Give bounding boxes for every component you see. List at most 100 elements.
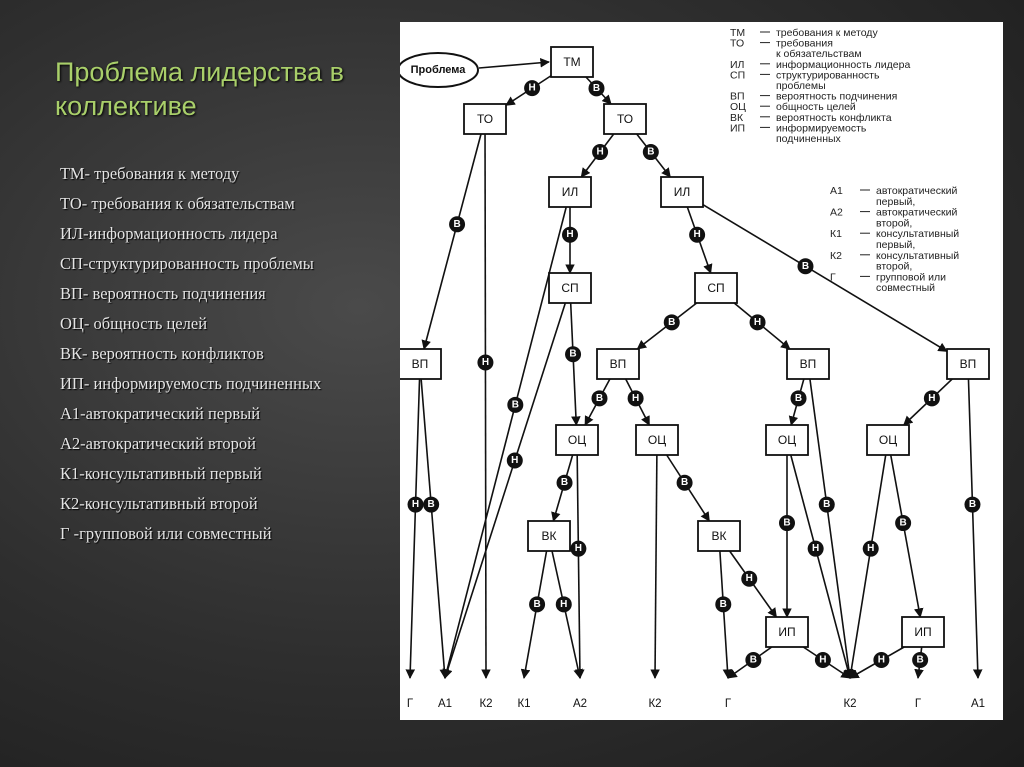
branch-marker [627,390,644,407]
branch-label: Н [812,543,819,554]
branch-marker [562,226,578,243]
branch-marker [818,496,835,513]
legend-desc: второй, [876,217,912,229]
node-label: ТО [617,112,633,126]
abbreviation-item: А1-автократический первый [60,404,261,423]
branch-marker [506,452,523,469]
branch-label: В [512,399,519,410]
problem-ellipse [400,52,479,88]
problem-label: Проблема [411,64,467,76]
edge-VK1-out3 [520,550,548,679]
edge-SP1-out1 [443,302,567,679]
node-oc4 [866,424,910,456]
outcome-label: К2 [648,698,661,710]
branch-marker [895,515,912,532]
node-label: ВК [712,529,727,543]
branch-label: В [593,83,600,94]
abbreviation-item: ИЛ-информационность лидера [60,224,278,243]
branch-label: Н [754,317,761,328]
branch-marker [592,144,609,161]
edge-OC1-out4 [575,454,585,679]
abbreviation-item: СП-структурированность проблемы [60,254,314,273]
legend-abbr: СП [730,69,745,81]
abbreviation-item: ВП- вероятность подчинения [60,284,266,303]
branch-label: В [533,599,540,610]
node-vp3 [786,348,830,380]
branch-marker [449,216,466,233]
legend-desc: второй, [876,261,912,273]
legend-abbr: К2 [830,250,842,262]
branch-label: В [802,261,809,272]
legend-abbr: ИЛ [730,59,745,71]
edge-VP1-out1 [420,378,450,679]
node-label: ОЦ [568,433,586,447]
node-label: ОЦ [778,433,796,447]
branch-label: В [969,499,976,510]
legend-abbr: А1 [830,185,843,197]
branch-marker [814,652,831,669]
legend-abbr: ИП [730,122,745,134]
outcome-label: Г [915,698,922,710]
legend-desc: информационность лидера [776,59,910,71]
legend-desc: консультативный [876,250,959,262]
branch-label: Н [746,573,753,584]
problem-arrow [478,57,550,69]
edge-VP4-out10 [967,378,983,679]
edge-OC4-out8 [846,454,887,679]
edge-VK1-out4 [551,550,583,679]
branch-marker [407,496,424,513]
legend-desc: общность целей [776,101,856,113]
outcome-label: Г [725,698,732,710]
branch-label: Н [694,229,701,240]
node-label: ВК [542,529,557,543]
edge-IL1-out1 [442,206,568,679]
node-label: ТМ [563,55,580,69]
node-vp1 [400,348,442,380]
branch-marker [749,314,766,331]
branch-marker [745,652,762,669]
node-label: ИП [914,625,931,639]
edge-VK2-out6 [719,550,733,679]
legend-desc: проблемы [776,80,826,92]
branch-label: В [917,655,924,666]
branch-marker [676,474,693,491]
node-il1 [548,176,592,208]
branch-label: В [823,499,830,510]
legend-desc: информируемость [776,122,867,134]
legend-desc: требования к методу [776,27,878,39]
node-oc3 [765,424,809,456]
legend-desc: консультативный [876,228,959,240]
edge-TO1-out2 [481,133,491,679]
branch-label: Н [928,393,935,404]
branch-marker [570,540,587,557]
branch-label: Н [528,83,535,94]
node-oc1 [555,424,599,456]
node-vk1 [527,520,571,552]
branch-marker [556,474,573,491]
branch-label: В [596,393,603,404]
branch-marker [912,652,929,669]
branch-label: В [750,655,757,666]
node-label: ВП [800,357,817,371]
branch-marker [477,354,494,371]
branch-label: Н [575,543,582,554]
node-vp2 [596,348,640,380]
branch-marker [807,540,824,557]
abbreviation-item: ОЦ- общность целей [60,314,208,333]
branch-marker [423,496,440,513]
outcome-label: К1 [517,698,530,710]
edge-SP1-OC1 [569,302,581,426]
edge-OC3-out8 [790,454,853,679]
node-ip2 [901,616,945,648]
branch-marker [790,390,807,407]
node-label: ОЦ [879,433,897,447]
outcome-label: К2 [479,698,492,710]
legend-desc: совместный [876,282,935,294]
abbreviation-item: К1-консультативный первый [60,464,262,483]
edge-VP1-out0 [405,378,421,679]
branch-label: В [453,219,460,230]
edge-OC4-IP2 [889,454,924,618]
branch-label: Н [511,455,518,466]
